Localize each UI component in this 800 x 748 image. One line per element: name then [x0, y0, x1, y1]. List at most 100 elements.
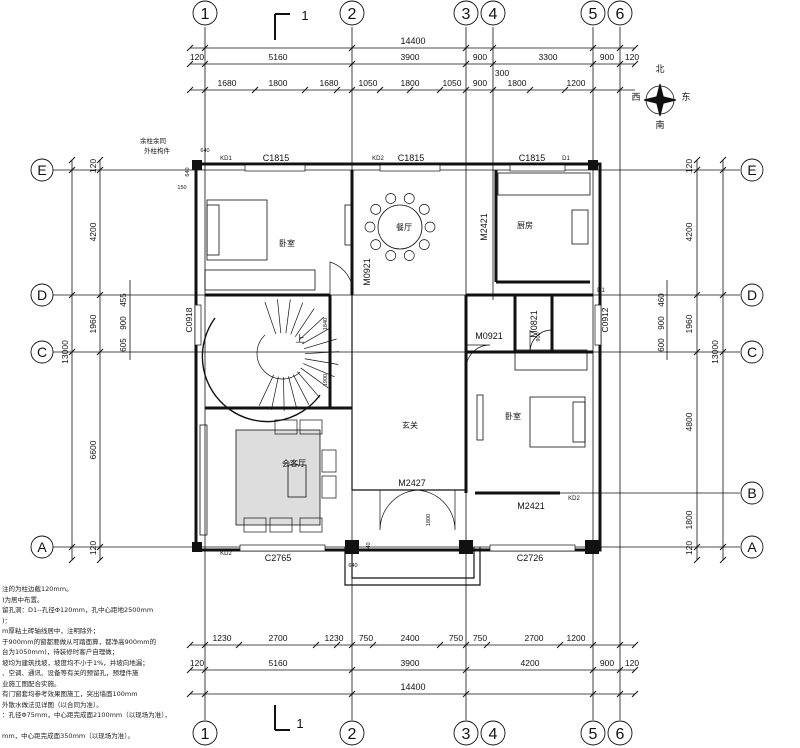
note-line: 有门窗套均参考效果图施工，突出墙面100mm — [2, 690, 138, 698]
window-label: C2726 — [517, 553, 544, 563]
dim-right-segment: 120 — [684, 541, 694, 555]
axis-bubble-3-bottom — [453, 720, 479, 746]
sofa-seat — [321, 449, 337, 473]
dim-bottom-segment: 1230 — [325, 633, 344, 643]
dim-right-sub: 600 — [657, 338, 666, 352]
window-label: C1815 — [398, 153, 425, 163]
axis-label-6: 6 — [616, 726, 625, 743]
compass-north: 北 — [655, 64, 664, 74]
dim-bottom-segment: 3900 — [401, 658, 420, 668]
section-cut-mark — [274, 13, 290, 731]
room-kitchen: 厨房 — [517, 220, 533, 230]
sofa-seat — [321, 475, 337, 499]
section-mark-top: 1 — [301, 8, 308, 23]
axis-bubble-4-bottom — [480, 720, 506, 746]
stair-tread — [271, 376, 279, 410]
dim-top-segment: 3300 — [539, 52, 558, 62]
axis-bubble-C — [740, 340, 764, 364]
note-line — [2, 721, 198, 732]
dim-left-segment: 6600 — [88, 440, 98, 459]
axis-label-2: 2 — [348, 6, 357, 23]
dim-right-segment: 1800 — [684, 510, 694, 529]
axis-bubble-5-top — [580, 0, 606, 26]
dim-right-segment: 4800 — [684, 412, 694, 431]
dining-chair — [364, 221, 376, 233]
dim-top-segment: 900 — [473, 78, 487, 88]
dim-top-segment: 1200 — [567, 78, 586, 88]
room-foyer: 玄关 — [402, 420, 418, 430]
stair-tread — [301, 326, 332, 345]
dim-right-segment: 120 — [684, 159, 694, 173]
dim-misc: 640 — [348, 563, 357, 569]
stair-tread — [297, 371, 320, 398]
window-c0912: C0912 — [600, 307, 610, 332]
dim-left-segment: 120 — [88, 159, 98, 173]
stair-up-label: 上 — [295, 334, 304, 344]
dim-left-sub: 605 — [119, 338, 128, 352]
dining-chair — [370, 239, 382, 250]
axis-label-E: E — [747, 162, 756, 178]
note-line: m厚粘土砖轴线居中，注明除外； — [2, 627, 100, 635]
dining-chair — [424, 221, 436, 233]
door-label: M2427 — [398, 478, 426, 488]
axis-bubble-D — [30, 283, 54, 307]
dining-chair — [385, 250, 397, 261]
compass-south: 南 — [655, 119, 664, 130]
dim-top-segment: 120 — [625, 52, 639, 62]
axis-label-6: 6 — [616, 6, 625, 23]
axis-label-4: 4 — [489, 6, 498, 23]
dim-top-segment: 900 — [600, 52, 614, 62]
dim-bottom-segment: 4200 — [521, 658, 540, 668]
note-line: 业施工图配合实施。 — [2, 679, 61, 688]
dim-misc: 1840 — [323, 318, 329, 330]
stair-tread — [292, 374, 310, 405]
axis-bubble-B — [740, 481, 764, 505]
column-note: 外柱构件 — [144, 146, 171, 155]
stair-tread — [290, 302, 304, 335]
axis-label-1: 1 — [201, 726, 210, 743]
axis-label-D: D — [747, 287, 757, 303]
axis-bubble-C — [30, 340, 54, 364]
dim-bottom-segment: 750 — [449, 633, 463, 643]
dim-top-segment: 3900 — [401, 52, 420, 62]
axis-label-4: 4 — [489, 726, 498, 743]
dim-top-segment: 1680 — [218, 78, 237, 88]
window-code: D1 — [597, 288, 605, 294]
axis-bubble-3-top — [453, 0, 479, 26]
sofa-seat — [269, 517, 293, 533]
room-living: 会客厅 — [282, 458, 306, 468]
dim-left-segment: 1960 — [88, 314, 98, 333]
door-label: M0921 — [475, 331, 503, 341]
stair-tread — [285, 299, 291, 334]
sofa-seat — [299, 419, 323, 435]
room-dining: 餐厅 — [396, 223, 412, 232]
axis-bubble-4-top — [480, 0, 506, 26]
axis-label-3: 3 — [462, 6, 471, 23]
axis-bubble-2-top — [339, 0, 365, 26]
window-code: KD2 — [372, 156, 384, 162]
dim-misc: 1800 — [426, 514, 432, 526]
dim-bottom-segment: 2700 — [525, 633, 544, 643]
dim-left-total: 13000 — [60, 340, 70, 364]
axis-label-B: B — [747, 485, 756, 501]
dim-misc: 150 — [177, 185, 186, 191]
note-line: ：孔径Φ75mm，中心距完成面2100mm（以现场为准）， — [2, 711, 172, 719]
dim-top-segment: 5160 — [269, 52, 288, 62]
axis-bubble-1-top — [192, 0, 218, 26]
sofa-seat — [299, 517, 323, 533]
axis-bubble-A — [30, 535, 54, 559]
dim-top-offset: 300 — [495, 68, 509, 78]
dining-chair — [403, 250, 415, 261]
dining-chair — [418, 204, 430, 215]
axis-label-A: A — [37, 539, 47, 555]
note-line: mm，中心距完成面350mm（以现场为准）。 — [2, 732, 134, 740]
dim-top-segment: 900 — [473, 52, 487, 62]
dim-bottom-segment: 120 — [625, 658, 639, 668]
dim-top-segment: 1800 — [269, 78, 288, 88]
axis-label-D: D — [37, 287, 47, 303]
dim-top-segment: 1800 — [508, 78, 527, 88]
room-bedroom-1: 卧室 — [279, 238, 295, 248]
dim-bottom-segment: 750 — [473, 633, 487, 643]
note-line: 于900mm的窗都要做从可踏面算，都净高900mm的 — [2, 637, 157, 646]
dim-left-segment: 4200 — [88, 222, 98, 241]
